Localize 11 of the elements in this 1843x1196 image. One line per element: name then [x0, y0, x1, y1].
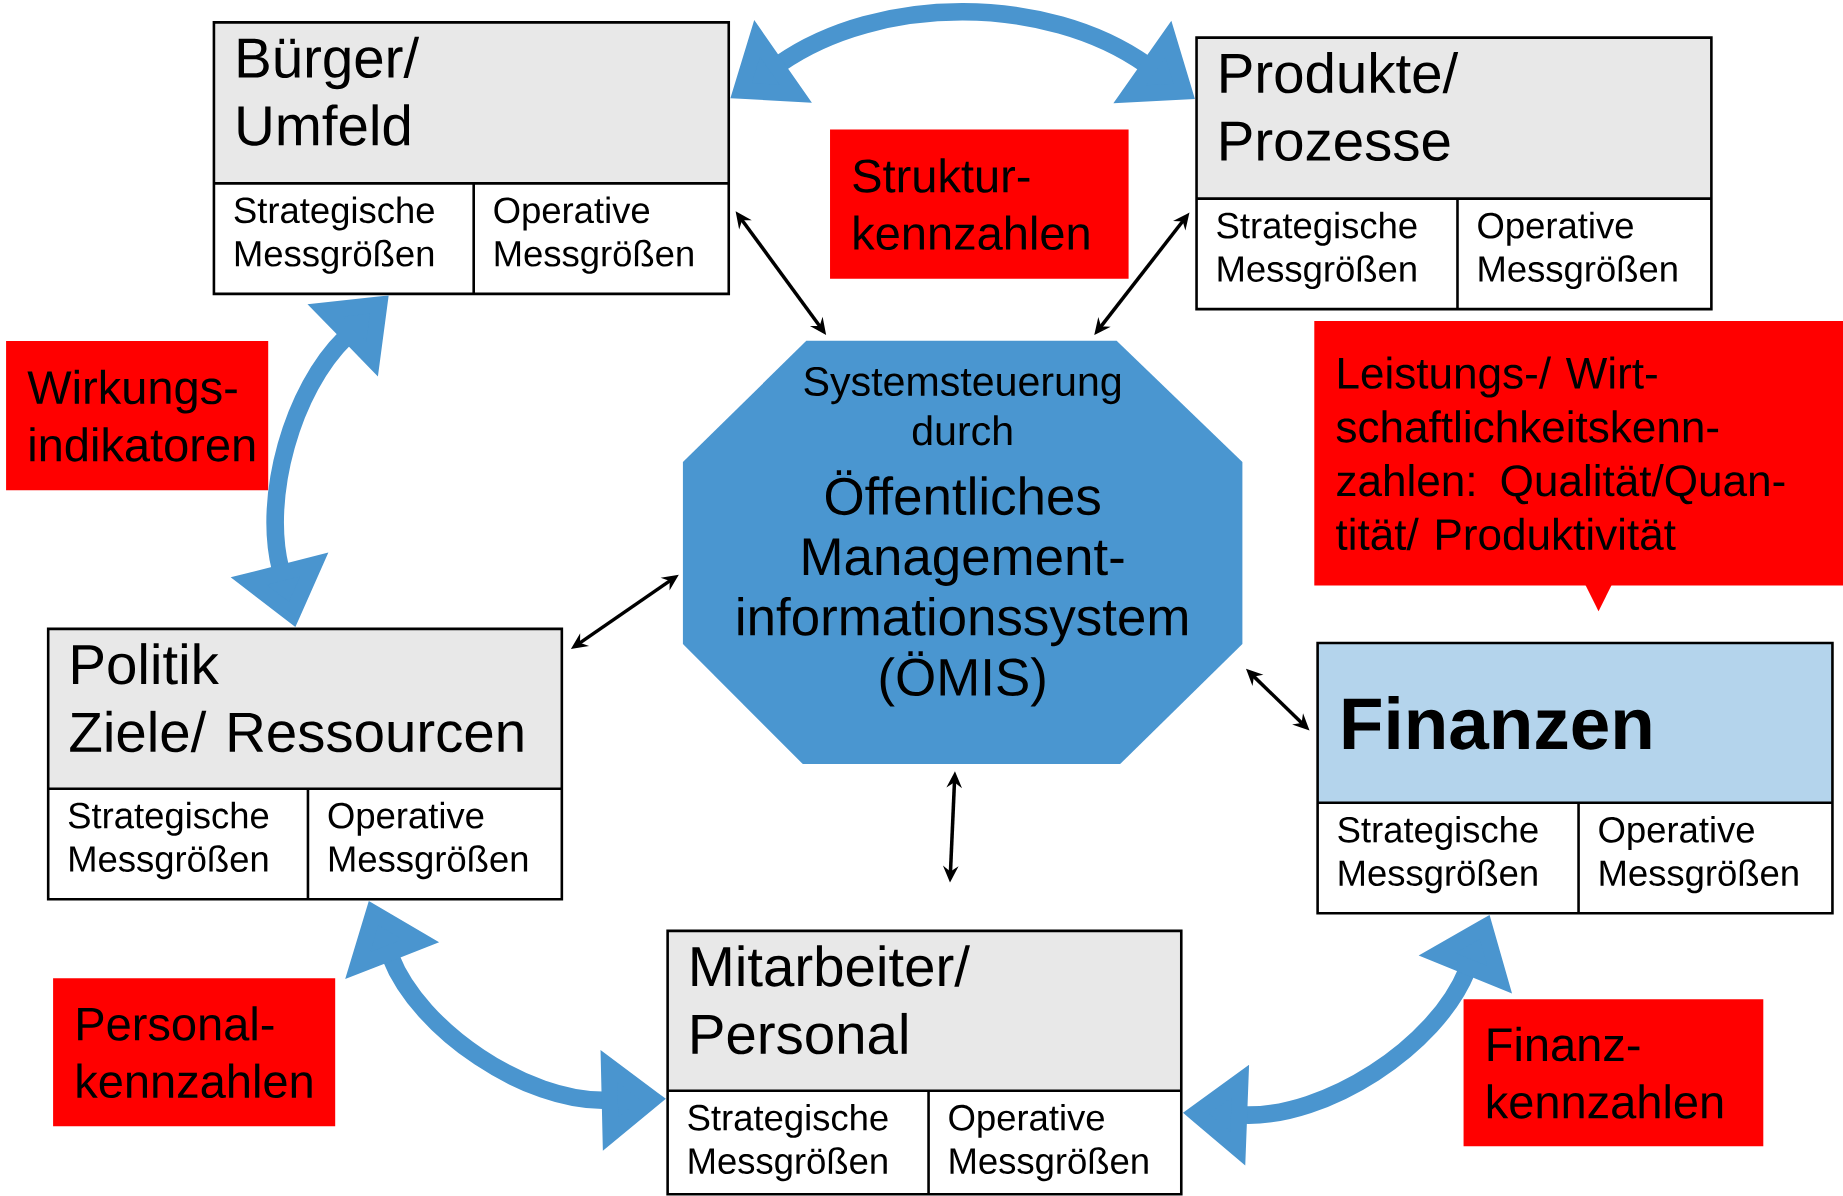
octagon: Systemsteuerung durch Öffentliches Management- informationssystem (ÖMIS): [682, 340, 1243, 764]
label-box: Wirkungs- indikatoren: [6, 341, 269, 491]
label-box: Personal- kennzahlen: [53, 978, 336, 1127]
table-box: Mitarbeiter/ Personal Strategische Messgrößen Operative Messgrößen: [666, 929, 1183, 1196]
table-box: Bürger/ Umfeld Strategische Messgrößen Operative Messgrößen: [212, 21, 731, 296]
callout: Leistungs-/ Wirt- schaftlichkeitskenn- zahlen: Qualität/Quan- tität/ Produktivität: [1314, 321, 1843, 612]
table-box: Politik Ziele/ Ressourcen Strategische Messgrößen Operative Messgrößen: [46, 627, 564, 901]
table-box: Produkte/ Prozesse Strategische Messgrößen Operative Messgrößen: [1195, 36, 1713, 311]
table-box: Finanzen Strategische Messgrößen Operative Messgrößen: [1316, 641, 1834, 915]
label-box: Struktur- kennzahlen: [830, 129, 1129, 279]
label-box: Finanz- kennzahlen: [1463, 999, 1764, 1147]
